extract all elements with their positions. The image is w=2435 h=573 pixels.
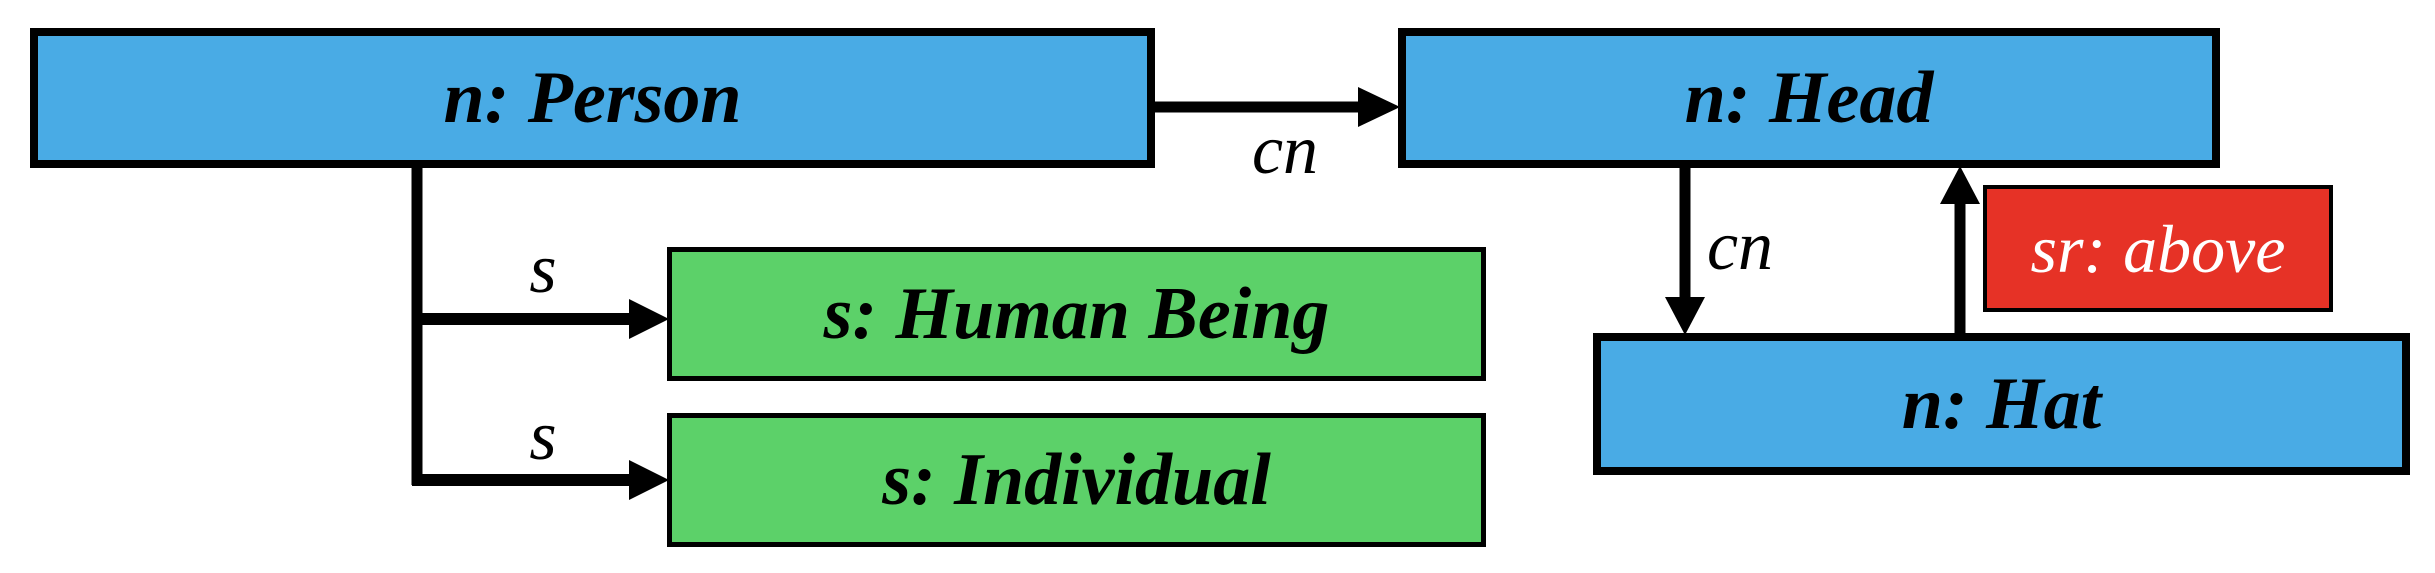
node-individual-label: s: Individual — [882, 439, 1271, 521]
node-individual: s: Individual — [667, 413, 1486, 547]
node-head: n: Head — [1398, 28, 2220, 168]
node-hat-label: n: Hat — [1901, 363, 2102, 445]
node-sr-above-label: sr: above — [2030, 210, 2286, 287]
node-head-label: n: Head — [1684, 57, 1934, 139]
node-person: n: Person — [30, 28, 1155, 168]
node-person-label: n: Person — [443, 57, 742, 139]
edge-hat-head-arrowhead-icon — [1940, 166, 1980, 204]
edge-head-hat-arrowhead-icon — [1665, 297, 1705, 335]
node-sr-above: sr: above — [1983, 185, 2333, 312]
node-human-being-label: s: Human Being — [823, 273, 1330, 355]
edge-label-cn-head-hat: cn — [1706, 208, 1774, 285]
edge-label-cn-person-head: cn — [1251, 112, 1319, 189]
edge-person-individual-arrowhead-icon — [629, 460, 669, 500]
node-human-being: s: Human Being — [667, 247, 1486, 381]
edge-person-head-arrowhead-icon — [1358, 87, 1400, 127]
node-hat: n: Hat — [1593, 333, 2410, 475]
edge-person-humanbeing-arrowhead-icon — [629, 299, 669, 339]
edge-label-s-human-being: s — [529, 231, 557, 308]
edge-label-s-individual: s — [529, 398, 557, 475]
